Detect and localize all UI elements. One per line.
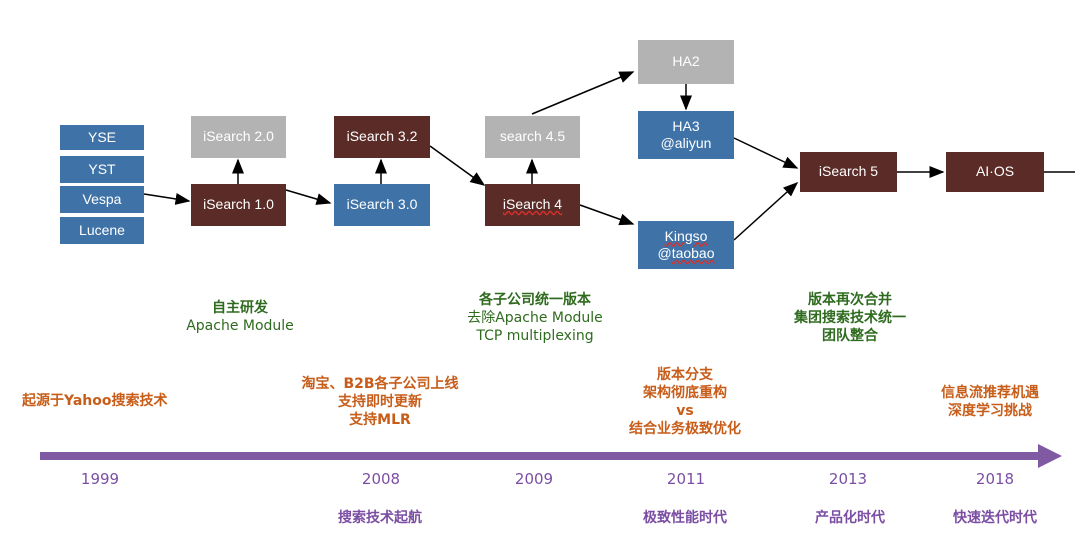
box-lucene: Lucene bbox=[60, 217, 144, 244]
box-isearch-3-0: iSearch 3.0 bbox=[334, 184, 430, 226]
era-fast-iteration: 快速迭代时代 bbox=[953, 510, 1037, 526]
box-search-4-5: search 4.5 bbox=[485, 116, 580, 158]
arrow-isearch4-to-kingso bbox=[579, 204, 635, 226]
box-isearch-2-0: iSearch 2.0 bbox=[191, 116, 286, 158]
annotation-launch: 淘宝、B2B各子公司上线 支持即时更新 支持MLR bbox=[301, 376, 459, 428]
kingso-name: Kingso bbox=[664, 227, 708, 244]
era-search-launch: 搜索技术起航 bbox=[338, 510, 422, 526]
arrow-vespa-to-isearch1 bbox=[143, 192, 191, 205]
arrow-search4-5-to-ha2 bbox=[531, 71, 635, 115]
box-isearch-5: iSearch 5 bbox=[800, 152, 897, 192]
year-2008: 2008 bbox=[361, 470, 401, 488]
box-isearch-1-0: iSearch 1.0 bbox=[191, 184, 286, 226]
box-vespa: Vespa bbox=[60, 186, 144, 213]
box-ha3: HA3 @aliyun bbox=[638, 111, 734, 159]
arrow-ha3-to-isearch5 bbox=[733, 137, 799, 169]
box-ha2: HA2 bbox=[638, 40, 734, 84]
era-productization: 产品化时代 bbox=[815, 510, 885, 526]
arrow-kingso-to-isearch5 bbox=[733, 181, 799, 241]
kingso-owner-handle: taobao bbox=[671, 245, 715, 261]
arrow-isearch1-to-isearch3-0 bbox=[285, 189, 332, 205]
year-2018: 2018 bbox=[975, 470, 1015, 488]
annotation-unify: 各子公司统一版本 去除Apache Module TCP multiplexin… bbox=[467, 292, 603, 344]
year-2009: 2009 bbox=[514, 470, 554, 488]
box-aios: AI·OS bbox=[946, 152, 1044, 192]
kingso-owner: @taobao bbox=[657, 245, 715, 261]
ha3-owner: @aliyun bbox=[660, 135, 712, 151]
box-isearch-3-2: iSearch 3.2 bbox=[334, 116, 430, 158]
year-1999: 1999 bbox=[80, 470, 120, 488]
box-isearch-4: iSearch 4 bbox=[485, 184, 580, 226]
annotation-origin: 起源于Yahoo搜索技术 bbox=[22, 393, 168, 409]
box-yst: YST bbox=[60, 156, 144, 183]
era-extreme-performance: 极致性能时代 bbox=[643, 510, 727, 526]
arrow-isearch3-2-to-isearch4 bbox=[429, 145, 486, 186]
annotation-merge: 版本再次合并 集团搜索技术统一 团队整合 bbox=[794, 292, 906, 344]
year-2013: 2013 bbox=[828, 470, 868, 488]
timeline-arrow bbox=[40, 444, 1062, 468]
annotation-self-dev: 自主研发 Apache Module bbox=[186, 300, 294, 334]
annotation-feed: 信息流推荐机遇 深度学习挑战 bbox=[941, 385, 1039, 419]
box-yse: YSE bbox=[60, 125, 144, 152]
annotation-branch: 版本分支 架构彻底重构 vs 结合业务极致优化 bbox=[629, 367, 741, 437]
year-2011: 2011 bbox=[666, 470, 706, 488]
ha3-name: HA3 bbox=[672, 117, 700, 134]
box-kingso: Kingso @taobao bbox=[638, 221, 734, 269]
